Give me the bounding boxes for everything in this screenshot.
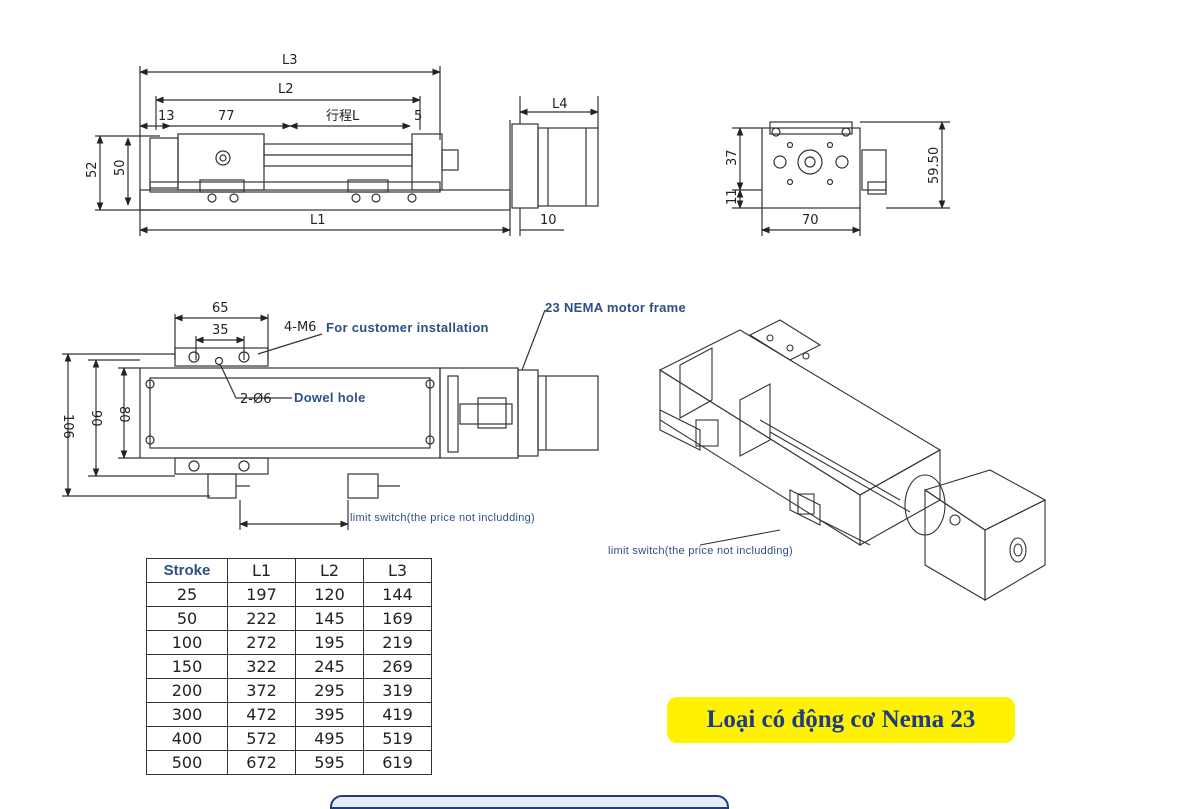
- dim-l3: L3: [282, 53, 298, 68]
- cell-l1: 572: [227, 726, 296, 751]
- isometric-view: [658, 319, 1047, 601]
- cell-stroke: 100: [146, 630, 228, 655]
- dim-37: 37: [725, 149, 740, 166]
- cell-l3: 319: [363, 678, 432, 703]
- dim-10: 10: [540, 213, 557, 228]
- cell-stroke: 150: [146, 654, 228, 679]
- dim-11: 11: [725, 188, 740, 205]
- dim-4-m6: 4-M6: [284, 320, 316, 335]
- cell-l2: 295: [295, 678, 364, 703]
- dim-52: 52: [85, 161, 100, 178]
- cell-l1: 322: [227, 654, 296, 679]
- dim-l4: L4: [552, 97, 568, 112]
- cell-stroke: 200: [146, 678, 228, 703]
- dim-70: 70: [802, 213, 819, 228]
- header-l1: L1: [227, 558, 296, 583]
- cell-stroke: 25: [146, 582, 228, 607]
- dim-50: 50: [113, 159, 128, 176]
- bottom-button-edge[interactable]: [330, 795, 729, 809]
- cell-l3: 519: [363, 726, 432, 751]
- cell-l2: 195: [295, 630, 364, 655]
- cell-l2: 495: [295, 726, 364, 751]
- note-limit-switch-isometric: limit switch(the price not includding): [608, 545, 793, 557]
- cell-stroke: 50: [146, 606, 228, 631]
- note-customer-installation: For customer installation: [326, 320, 489, 335]
- dim-5: 5: [414, 109, 422, 124]
- cell-l3: 419: [363, 702, 432, 727]
- header-l2: L2: [295, 558, 364, 583]
- cell-l3: 619: [363, 750, 432, 775]
- caption-banner: Loại có động cơ Nema 23: [667, 697, 1015, 743]
- cell-l1: 672: [227, 750, 296, 775]
- header-l3: L3: [363, 558, 432, 583]
- dim-59-50: 59.50: [927, 147, 942, 184]
- cell-l2: 245: [295, 654, 364, 679]
- dim-2-phi6: 2-Ø6: [240, 392, 271, 407]
- cell-stroke: 300: [146, 702, 228, 727]
- dim-l1: L1: [310, 213, 326, 228]
- cell-l1: 472: [227, 702, 296, 727]
- dim-65: 65: [212, 301, 229, 316]
- dim-80: 80: [116, 406, 131, 423]
- cell-l3: 144: [363, 582, 432, 607]
- cell-l2: 595: [295, 750, 364, 775]
- cell-l3: 219: [363, 630, 432, 655]
- dim-35: 35: [212, 323, 229, 338]
- cell-l1: 197: [227, 582, 296, 607]
- cell-l1: 372: [227, 678, 296, 703]
- dim-106: 106: [60, 414, 75, 439]
- cell-l2: 395: [295, 702, 364, 727]
- dim-l2: L2: [278, 82, 294, 97]
- caption-text: Loại có động cơ Nema 23: [706, 706, 976, 733]
- table-header-row: Stroke L1 L2 L3: [146, 558, 432, 583]
- front-view: [95, 66, 599, 236]
- note-dowel-hole: Dowel hole: [294, 390, 366, 405]
- dim-90: 90: [88, 410, 103, 427]
- dim-13: 13: [158, 109, 175, 124]
- note-limit-switch-top-view: limit switch(the price not includding): [350, 512, 535, 524]
- end-view: [732, 121, 950, 236]
- cell-l1: 272: [227, 630, 296, 655]
- cell-l2: 145: [295, 606, 364, 631]
- header-stroke: Stroke: [146, 558, 228, 583]
- dim-stroke-l: 行程L: [326, 109, 360, 124]
- cell-l2: 120: [295, 582, 364, 607]
- dim-77: 77: [218, 109, 235, 124]
- note-nema-frame: 23 NEMA motor frame: [545, 300, 686, 315]
- top-view: [62, 309, 599, 530]
- cell-stroke: 400: [146, 726, 228, 751]
- cell-stroke: 500: [146, 750, 228, 775]
- cell-l3: 269: [363, 654, 432, 679]
- cell-l1: 222: [227, 606, 296, 631]
- cell-l3: 169: [363, 606, 432, 631]
